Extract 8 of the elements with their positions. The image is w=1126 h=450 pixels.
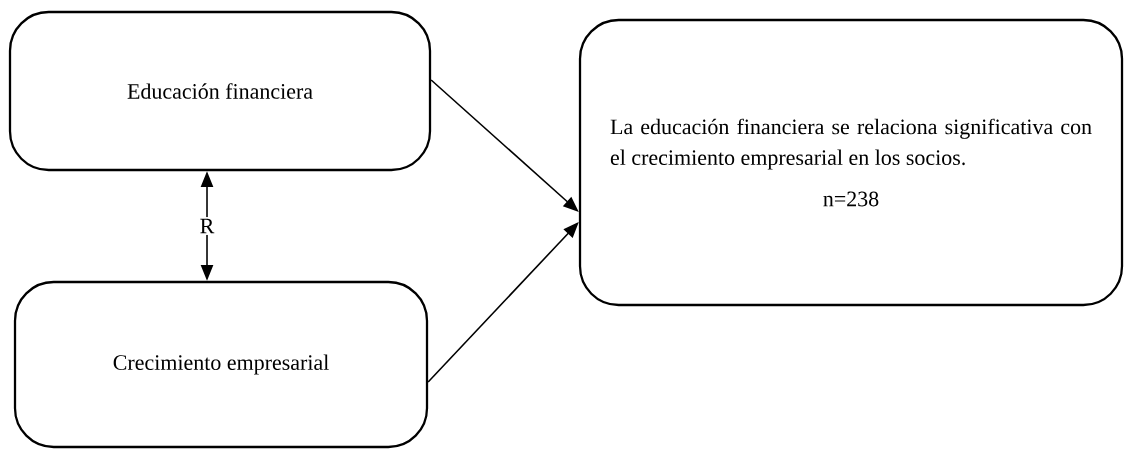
edge-label: R	[197, 217, 217, 235]
arrow	[430, 79, 579, 212]
rounded-box: Crecimiento empresarial	[13, 280, 429, 449]
rounded-box	[578, 18, 1124, 307]
sample-size-text: n=238	[823, 191, 879, 207]
arrow	[427, 222, 579, 383]
rounded-box: Educación financiera	[8, 10, 432, 172]
statement-text: La educación financiera se relaciona significativa con el crecimiento empresarial en los socios.	[610, 118, 1092, 170]
